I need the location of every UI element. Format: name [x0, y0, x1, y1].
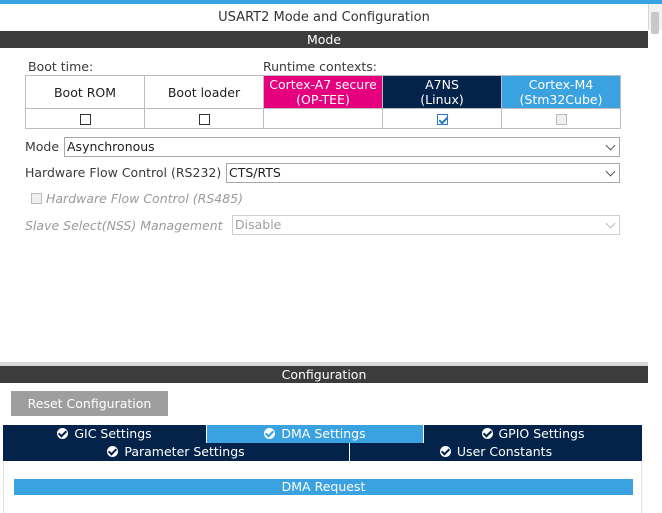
context-a7ns-cell: [382, 108, 502, 129]
context-boot-rom: Boot ROM: [25, 75, 145, 109]
runtime-contexts-label: Runtime contexts:: [263, 59, 378, 74]
context-boot-loader: Boot loader: [144, 75, 264, 109]
tab-dma-settings[interactable]: DMA Settings: [207, 425, 424, 443]
slave-select-dropdown: Disable: [232, 215, 620, 235]
context-cortex-a7-secure: Cortex-A7 secure(OP-TEE): [263, 75, 383, 109]
check-circle-icon: [481, 428, 493, 439]
tab-label: GIC Settings: [74, 426, 152, 441]
hw-flow-rs232-value: CTS/RTS: [229, 165, 281, 180]
tab-user-constants[interactable]: User Constants: [350, 443, 642, 461]
chevron-down-icon: [605, 140, 616, 151]
check-circle-icon: [439, 446, 451, 457]
slave-select-label: Slave Select(NSS) Management: [25, 218, 223, 233]
hw-flow-rs485-checkbox: [31, 193, 42, 204]
check-circle-icon: [264, 428, 276, 439]
hw-flow-rs232-select[interactable]: CTS/RTS: [226, 163, 620, 183]
mode-select-value: Asynchronous: [67, 139, 155, 154]
chevron-down-icon: [605, 218, 616, 229]
tab-gic-settings[interactable]: GIC Settings: [3, 425, 207, 443]
context-cortex-m4: Cortex-M4(Stm32Cube): [501, 75, 621, 109]
tab-parameter-settings[interactable]: Parameter Settings: [3, 443, 350, 461]
context-table: Boot ROM Boot loader Cortex-A7 secure(OP…: [25, 75, 621, 129]
tab-label: User Constants: [456, 444, 553, 459]
window-top-accent: [0, 0, 662, 4]
vertical-scrollbar[interactable]: [648, 4, 662, 34]
a7ns-checkbox[interactable]: [436, 114, 448, 125]
context-a7ns: A7NS(Linux): [382, 75, 502, 109]
context-boot-rom-cell: [25, 108, 145, 129]
mode-label: Mode: [25, 139, 60, 154]
chevron-down-icon: [605, 166, 616, 177]
mode-section-header[interactable]: Mode: [0, 31, 648, 48]
boot-rom-checkbox[interactable]: [79, 114, 91, 125]
check-circle-icon: [107, 446, 119, 457]
context-boot-loader-cell: [144, 108, 264, 129]
hw-flow-rs232-label: Hardware Flow Control (RS232): [25, 165, 222, 180]
check-circle-icon: [57, 428, 69, 439]
boot-time-label: Boot time:: [28, 59, 94, 74]
mode-select[interactable]: Asynchronous: [64, 137, 620, 157]
scrollbar-thumb[interactable]: [651, 12, 659, 34]
hw-flow-rs485-label: Hardware Flow Control (RS485): [46, 191, 243, 206]
tab-gpio-settings[interactable]: GPIO Settings: [424, 425, 642, 443]
context-cortex-m4-cell: [501, 108, 621, 129]
context-cortex-a7-secure-cell: [263, 108, 383, 129]
boot-loader-checkbox[interactable]: [198, 114, 210, 125]
tab-label: GPIO Settings: [498, 426, 585, 441]
tab-label: DMA Settings: [281, 426, 366, 441]
reset-configuration-button[interactable]: Reset Configuration: [11, 391, 168, 416]
dma-request-column-header[interactable]: DMA Request: [14, 479, 633, 495]
slave-select-value: Disable: [235, 217, 282, 232]
configuration-section-header[interactable]: Configuration: [0, 362, 648, 383]
cortex-m4-checkbox: [555, 114, 567, 125]
tab-label: Parameter Settings: [124, 444, 245, 459]
hw-flow-rs485-row: Hardware Flow Control (RS485): [31, 191, 243, 206]
window-title: USART2 Mode and Configuration: [218, 10, 430, 25]
